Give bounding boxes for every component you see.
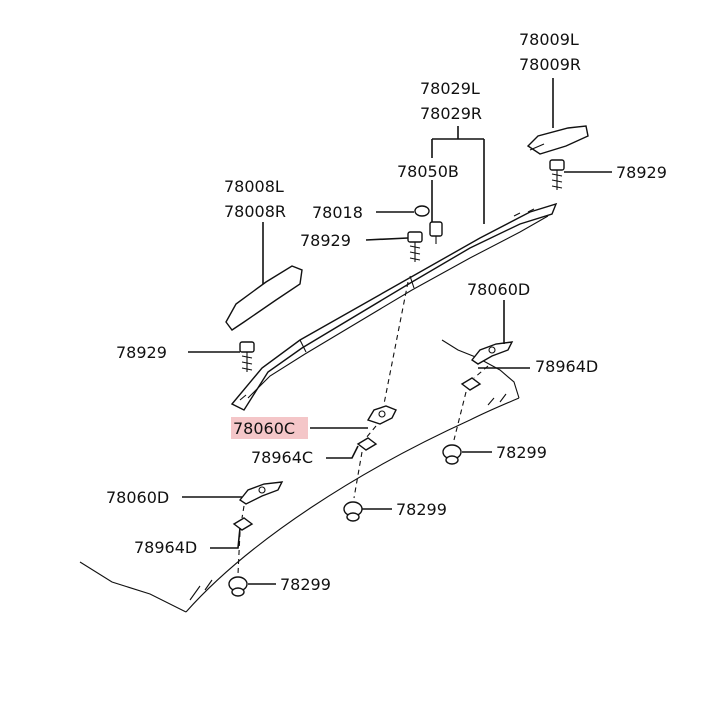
label-78060C: 78060C xyxy=(233,419,295,438)
label-78299-right: 78299 xyxy=(496,443,547,462)
clip-78964C xyxy=(356,437,378,451)
screw-78929-mid xyxy=(407,231,423,262)
label-78060D-right: 78060D xyxy=(467,280,530,299)
label-78018: 78018 xyxy=(312,203,363,222)
screw-78929-top xyxy=(549,159,565,190)
label-78029R: 78029R xyxy=(420,104,482,123)
highlight-78060C xyxy=(231,417,308,439)
label-78964D-left: 78964D xyxy=(134,538,197,557)
part-labels: 78009L 78009R 78029L 78029R 78050B 78929… xyxy=(106,30,667,594)
bolt-78050B xyxy=(429,221,443,244)
grommet-78299-bottom xyxy=(228,576,248,597)
label-78050B: 78050B xyxy=(397,162,459,181)
screw-78929-left xyxy=(239,341,255,372)
label-78929-mid: 78929 xyxy=(300,231,351,250)
label-78029L: 78029L xyxy=(420,79,480,98)
clip-78964D-right xyxy=(460,377,482,391)
label-78964D-right: 78964D xyxy=(535,357,598,376)
leader-lines xyxy=(182,78,612,585)
roof-outline xyxy=(79,339,520,613)
bracket-78060C xyxy=(366,405,397,425)
washer-78018 xyxy=(414,205,430,217)
clip-78964D-left xyxy=(232,517,254,531)
label-78964C: 78964C xyxy=(251,448,313,467)
label-78009L: 78009L xyxy=(519,30,579,49)
bracket-78060D-left xyxy=(238,481,284,505)
label-78008L: 78008L xyxy=(224,177,284,196)
label-78929-left: 78929 xyxy=(116,343,167,362)
rear-cover-78008 xyxy=(225,265,303,331)
roof-rail-78029 xyxy=(230,202,558,411)
label-78299-mid: 78299 xyxy=(396,500,447,519)
grommet-78299-right xyxy=(442,444,462,465)
label-78060D-left: 78060D xyxy=(106,488,169,507)
grommet-78299-mid xyxy=(343,501,363,522)
label-78008R: 78008R xyxy=(224,202,286,221)
bracket-78060D-right xyxy=(470,341,514,365)
label-78299-bottom: 78299 xyxy=(280,575,331,594)
label-78929-top: 78929 xyxy=(616,163,667,182)
label-78009R: 78009R xyxy=(519,55,581,74)
front-cover-78009 xyxy=(526,125,589,155)
